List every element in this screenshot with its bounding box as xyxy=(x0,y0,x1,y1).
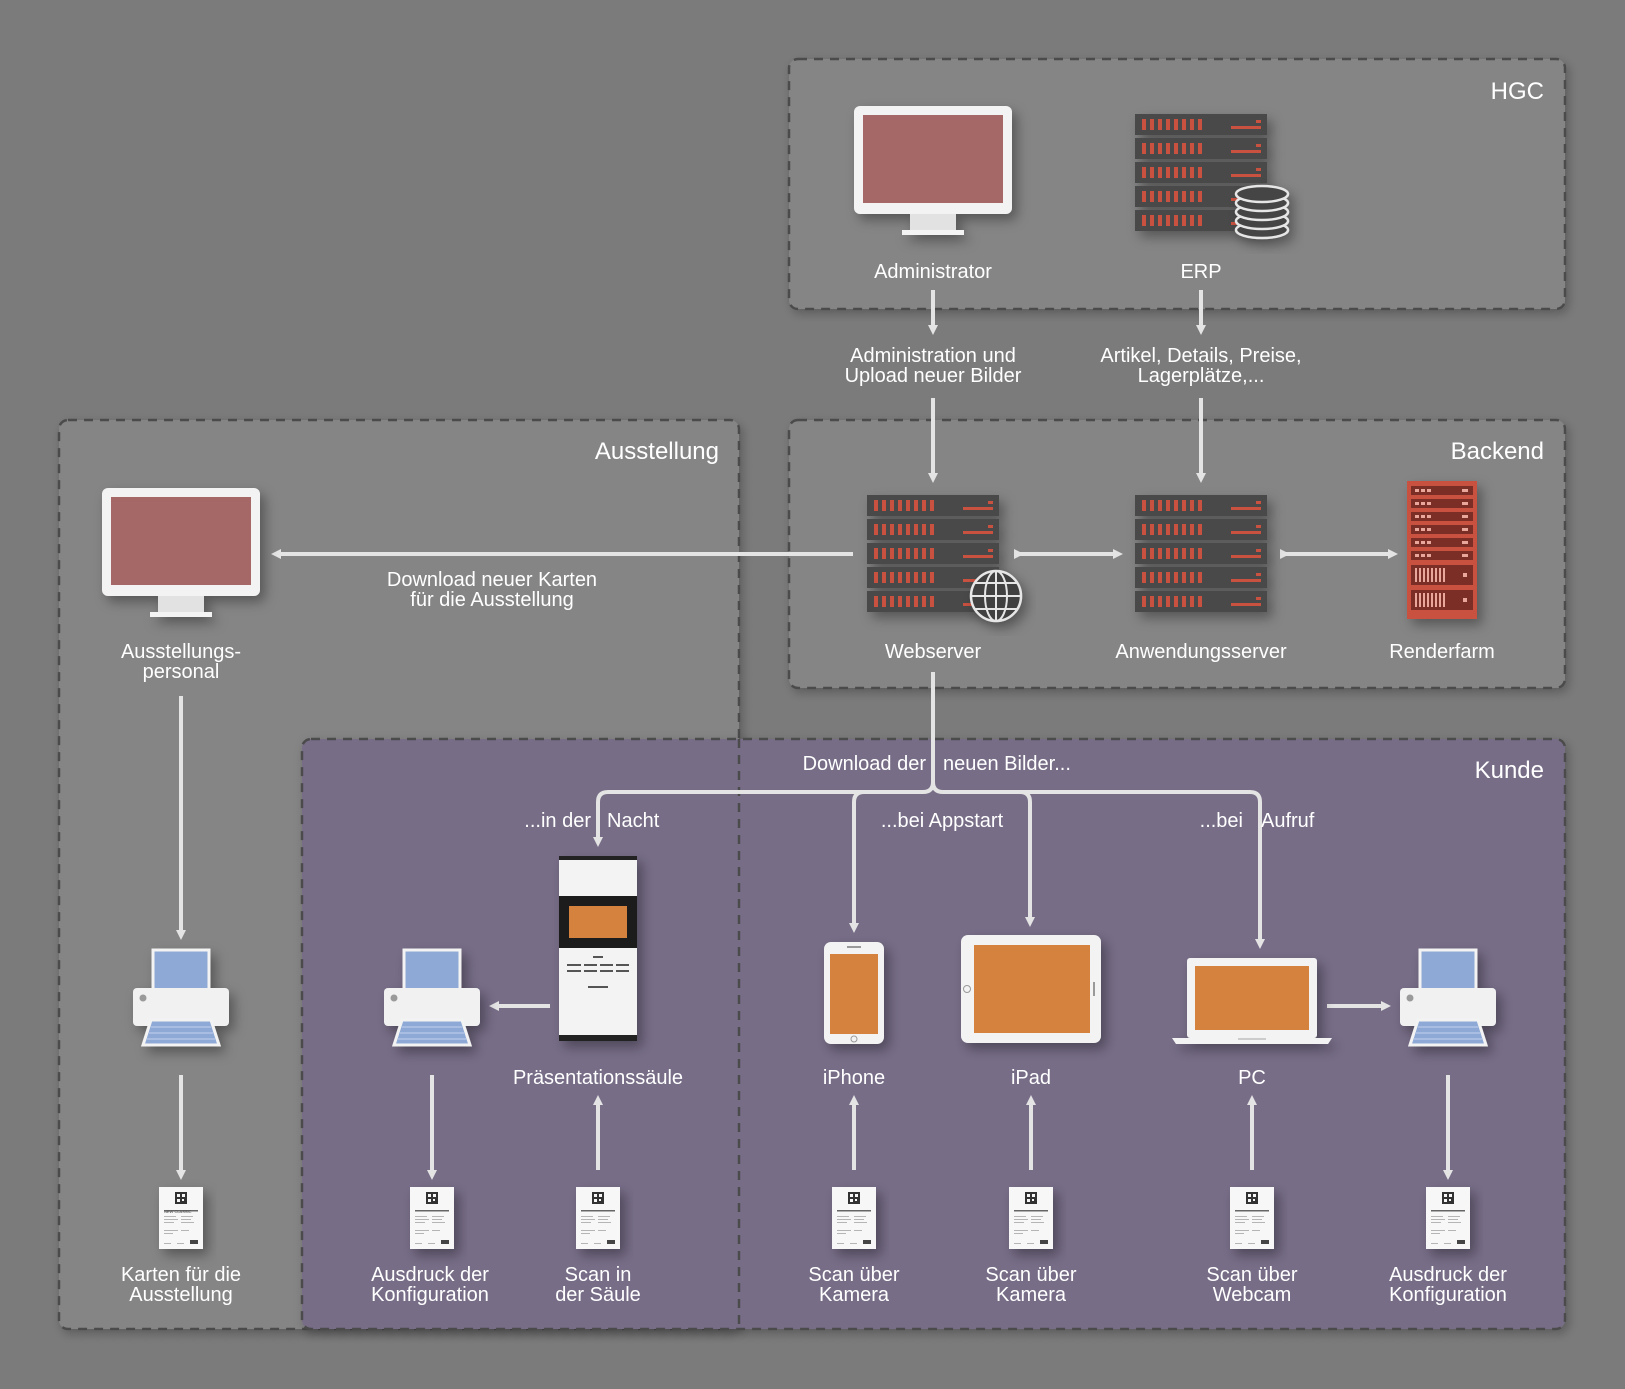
node-label-pc: PC xyxy=(1238,1067,1266,1089)
connections xyxy=(176,290,1453,1180)
node-pc: PC xyxy=(1172,958,1332,1089)
node-label-ipad: iPad xyxy=(1011,1067,1051,1089)
node-label-ausstellungspersonal: Ausstellungs-personal xyxy=(121,641,241,683)
zone-title-ausstellung: Ausstellung xyxy=(595,438,719,465)
node-ausstellungspersonal: Ausstellungs-personal xyxy=(102,488,260,683)
node-webserver: Webserver xyxy=(867,495,1023,663)
zone-title-hgc: HGC xyxy=(1491,78,1544,105)
card-title-text: NEW CLASSIC xyxy=(164,1209,192,1214)
node-renderfarm: Renderfarm xyxy=(1389,481,1495,663)
zone-title-kunde: Kunde xyxy=(1475,757,1544,784)
branch-iphone xyxy=(931,781,1265,949)
qr-card-icon xyxy=(1230,1187,1274,1249)
qr-card-icon xyxy=(159,1187,203,1249)
flow-label-aufruf-left: ...bei xyxy=(1200,810,1243,832)
node-label-iphone: iPhone xyxy=(823,1067,885,1089)
flow-label-erp-data: Artikel, Details, Preise,Lagerplätze,... xyxy=(1100,345,1301,387)
node-label-administrator: Administrator xyxy=(874,261,992,283)
qr-card-icon xyxy=(1426,1187,1470,1249)
globe-icon xyxy=(969,569,1023,623)
flow-label-nacht-right: Nacht xyxy=(607,810,660,832)
branch-to-ipad xyxy=(1019,790,1035,927)
node-ipad: iPad xyxy=(961,935,1101,1089)
qr-card-icon xyxy=(576,1187,620,1249)
node-label-anwendungsserver: Anwendungsserver xyxy=(1115,641,1287,663)
flow-label-download-bilder-left: Download der xyxy=(803,753,927,775)
node-label-webserver: Webserver xyxy=(885,641,982,663)
node-praesentationssaeule: Präsentationssäule xyxy=(513,856,683,1089)
node-label-praesentationssaeule: Präsentationssäule xyxy=(513,1067,683,1089)
branch-to-iphone xyxy=(849,790,865,933)
flow-label-aufruf-right: Aufruf xyxy=(1261,810,1315,832)
node-label-renderfarm: Renderfarm xyxy=(1389,641,1495,663)
tablet-icon xyxy=(961,935,1101,1043)
laptop-icon xyxy=(1172,958,1332,1044)
server-rack-icon xyxy=(1135,495,1267,612)
node-anwendungsserver: Anwendungsserver xyxy=(1115,495,1287,663)
node-label-erp: ERP xyxy=(1180,261,1221,283)
qr-card-icon xyxy=(1009,1187,1053,1249)
qr-card-icon xyxy=(410,1187,454,1249)
database-icon xyxy=(1234,184,1290,240)
qr-card-icon xyxy=(832,1187,876,1249)
flow-label-appstart: ...bei Appstart xyxy=(881,810,1004,832)
node-iphone: iPhone xyxy=(823,942,885,1089)
node-erp: ERP xyxy=(1135,114,1290,283)
node-administrator: Administrator xyxy=(854,106,1012,283)
flow-label-download-bilder-right: neuen Bilder... xyxy=(943,753,1071,775)
kiosk-icon xyxy=(559,856,637,1041)
zone-title-backend: Backend xyxy=(1451,438,1544,465)
flow-label-nacht-left: ...in der xyxy=(524,810,591,832)
phone-icon xyxy=(824,942,884,1044)
render-rack-icon xyxy=(1407,481,1477,619)
